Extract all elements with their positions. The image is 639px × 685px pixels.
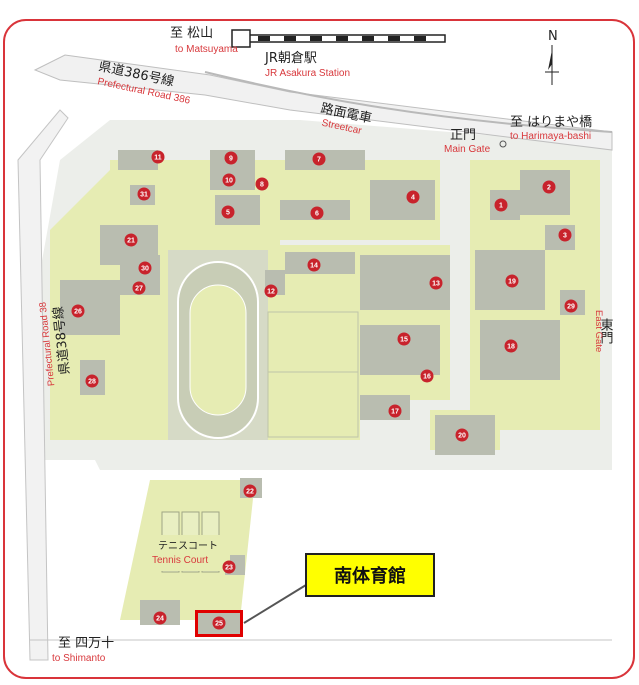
svg-text:9: 9 xyxy=(229,156,233,163)
svg-text:30: 30 xyxy=(141,266,149,273)
svg-text:14: 14 xyxy=(310,263,318,270)
station-jp-label: JR朝倉駅 xyxy=(264,51,317,66)
callout-leader-line xyxy=(243,584,307,624)
svg-text:24: 24 xyxy=(156,616,164,623)
svg-text:20: 20 xyxy=(458,433,466,440)
svg-text:26: 26 xyxy=(74,309,82,316)
shimanto-en-label: to Shimanto xyxy=(52,653,106,664)
building-marker-2: 2 xyxy=(542,180,556,194)
station-en-label: JR Asakura Station xyxy=(265,68,350,79)
building-marker-8: 8 xyxy=(255,177,269,191)
building-marker-16: 16 xyxy=(420,369,434,383)
east-gate-jp-label: 東門 xyxy=(598,317,614,345)
compass-n-label: N xyxy=(548,29,558,44)
prefectural-road-386 xyxy=(33,54,613,151)
south-gym-highlight-box xyxy=(195,610,243,637)
road38-jp-label: 県道38号線 xyxy=(50,306,73,376)
building-marker-23: 23 xyxy=(222,560,236,574)
building-marker-14: 14 xyxy=(307,258,321,272)
svg-text:3: 3 xyxy=(563,233,567,240)
svg-text:21: 21 xyxy=(127,238,135,245)
building-marker-4: 4 xyxy=(406,190,420,204)
svg-text:25: 25 xyxy=(215,621,223,628)
building-marker-9: 9 xyxy=(224,151,238,165)
svg-text:10: 10 xyxy=(225,178,233,185)
building-marker-18: 18 xyxy=(504,339,518,353)
building-marker-30: 30 xyxy=(138,261,152,275)
matsuyama-en-label: to Matsuyama xyxy=(175,44,238,55)
svg-text:31: 31 xyxy=(140,192,148,199)
building-marker-29: 29 xyxy=(564,299,578,313)
svg-text:27: 27 xyxy=(135,286,143,293)
svg-text:29: 29 xyxy=(567,304,575,311)
building-marker-19: 19 xyxy=(505,274,519,288)
harimaya-jp-label: 至 はりまや橋 xyxy=(510,115,592,130)
east-gate-en-label: East Gate xyxy=(593,310,604,352)
building-marker-22: 22 xyxy=(243,484,257,498)
track-infield xyxy=(189,284,247,416)
building-marker-17: 17 xyxy=(388,404,402,418)
svg-text:16: 16 xyxy=(423,374,431,381)
building-marker-26: 26 xyxy=(71,304,85,318)
building-marker-10: 10 xyxy=(222,173,236,187)
svg-text:18: 18 xyxy=(507,344,515,351)
building-marker-1: 1 xyxy=(494,198,508,212)
building-marker-31: 31 xyxy=(137,187,151,201)
svg-text:8: 8 xyxy=(260,182,264,189)
svg-text:4: 4 xyxy=(411,195,415,202)
building-marker-11: 11 xyxy=(151,150,165,164)
main-gate-jp-label: 正門 xyxy=(450,128,476,143)
building-marker-28: 28 xyxy=(85,374,99,388)
svg-text:7: 7 xyxy=(317,157,321,164)
streetcar-line xyxy=(204,71,613,133)
svg-text:1: 1 xyxy=(499,203,503,210)
building-marker-13: 13 xyxy=(429,276,443,290)
building-marker-12: 12 xyxy=(264,284,278,298)
main-gate-marker xyxy=(499,140,507,148)
svg-text:11: 11 xyxy=(154,155,162,162)
sports-ground xyxy=(267,311,359,438)
shimanto-jp-label: 至 四万十 xyxy=(58,636,114,651)
building-marker-6: 6 xyxy=(310,206,324,220)
harimaya-en-label: to Harimaya-bashi xyxy=(510,131,591,142)
building-marker-3: 3 xyxy=(558,228,572,242)
svg-text:15: 15 xyxy=(400,337,408,344)
svg-text:2: 2 xyxy=(547,185,551,192)
building-marker-7: 7 xyxy=(312,152,326,166)
building-marker-21: 21 xyxy=(124,233,138,247)
south-gym-callout: 南体育館 xyxy=(305,553,435,597)
main-gate-en-label: Main Gate xyxy=(444,144,491,155)
svg-text:23: 23 xyxy=(225,565,233,572)
tennis-court-en-label: Tennis Court xyxy=(152,555,208,566)
building-marker-20: 20 xyxy=(455,428,469,442)
east-gate-label-group: 東門 East Gate xyxy=(593,310,613,352)
building-marker-24: 24 xyxy=(153,611,167,625)
svg-text:19: 19 xyxy=(508,279,516,286)
compass-icon: N xyxy=(545,29,559,85)
prefectural-road-38 xyxy=(17,109,69,661)
svg-text:28: 28 xyxy=(88,379,96,386)
svg-text:5: 5 xyxy=(226,210,230,217)
svg-text:22: 22 xyxy=(246,489,254,496)
tennis-court-jp-label: テニスコート xyxy=(158,541,218,552)
matsuyama-jp-label: 至 松山 xyxy=(170,26,213,41)
building-marker-25: 25 xyxy=(198,613,241,634)
building-marker-15: 15 xyxy=(397,332,411,346)
svg-text:17: 17 xyxy=(391,409,399,416)
svg-text:6: 6 xyxy=(315,211,319,218)
callout-label: 南体育館 xyxy=(334,566,406,587)
building-marker-27: 27 xyxy=(132,281,146,295)
building-markers: 1 2 3 4 5 6 7 8 9 10 11 12 13 14 15 16 1… xyxy=(71,150,578,634)
building-marker-5: 5 xyxy=(221,205,235,219)
jr-railway xyxy=(231,29,446,48)
svg-text:12: 12 xyxy=(267,289,275,296)
svg-text:13: 13 xyxy=(432,281,440,288)
